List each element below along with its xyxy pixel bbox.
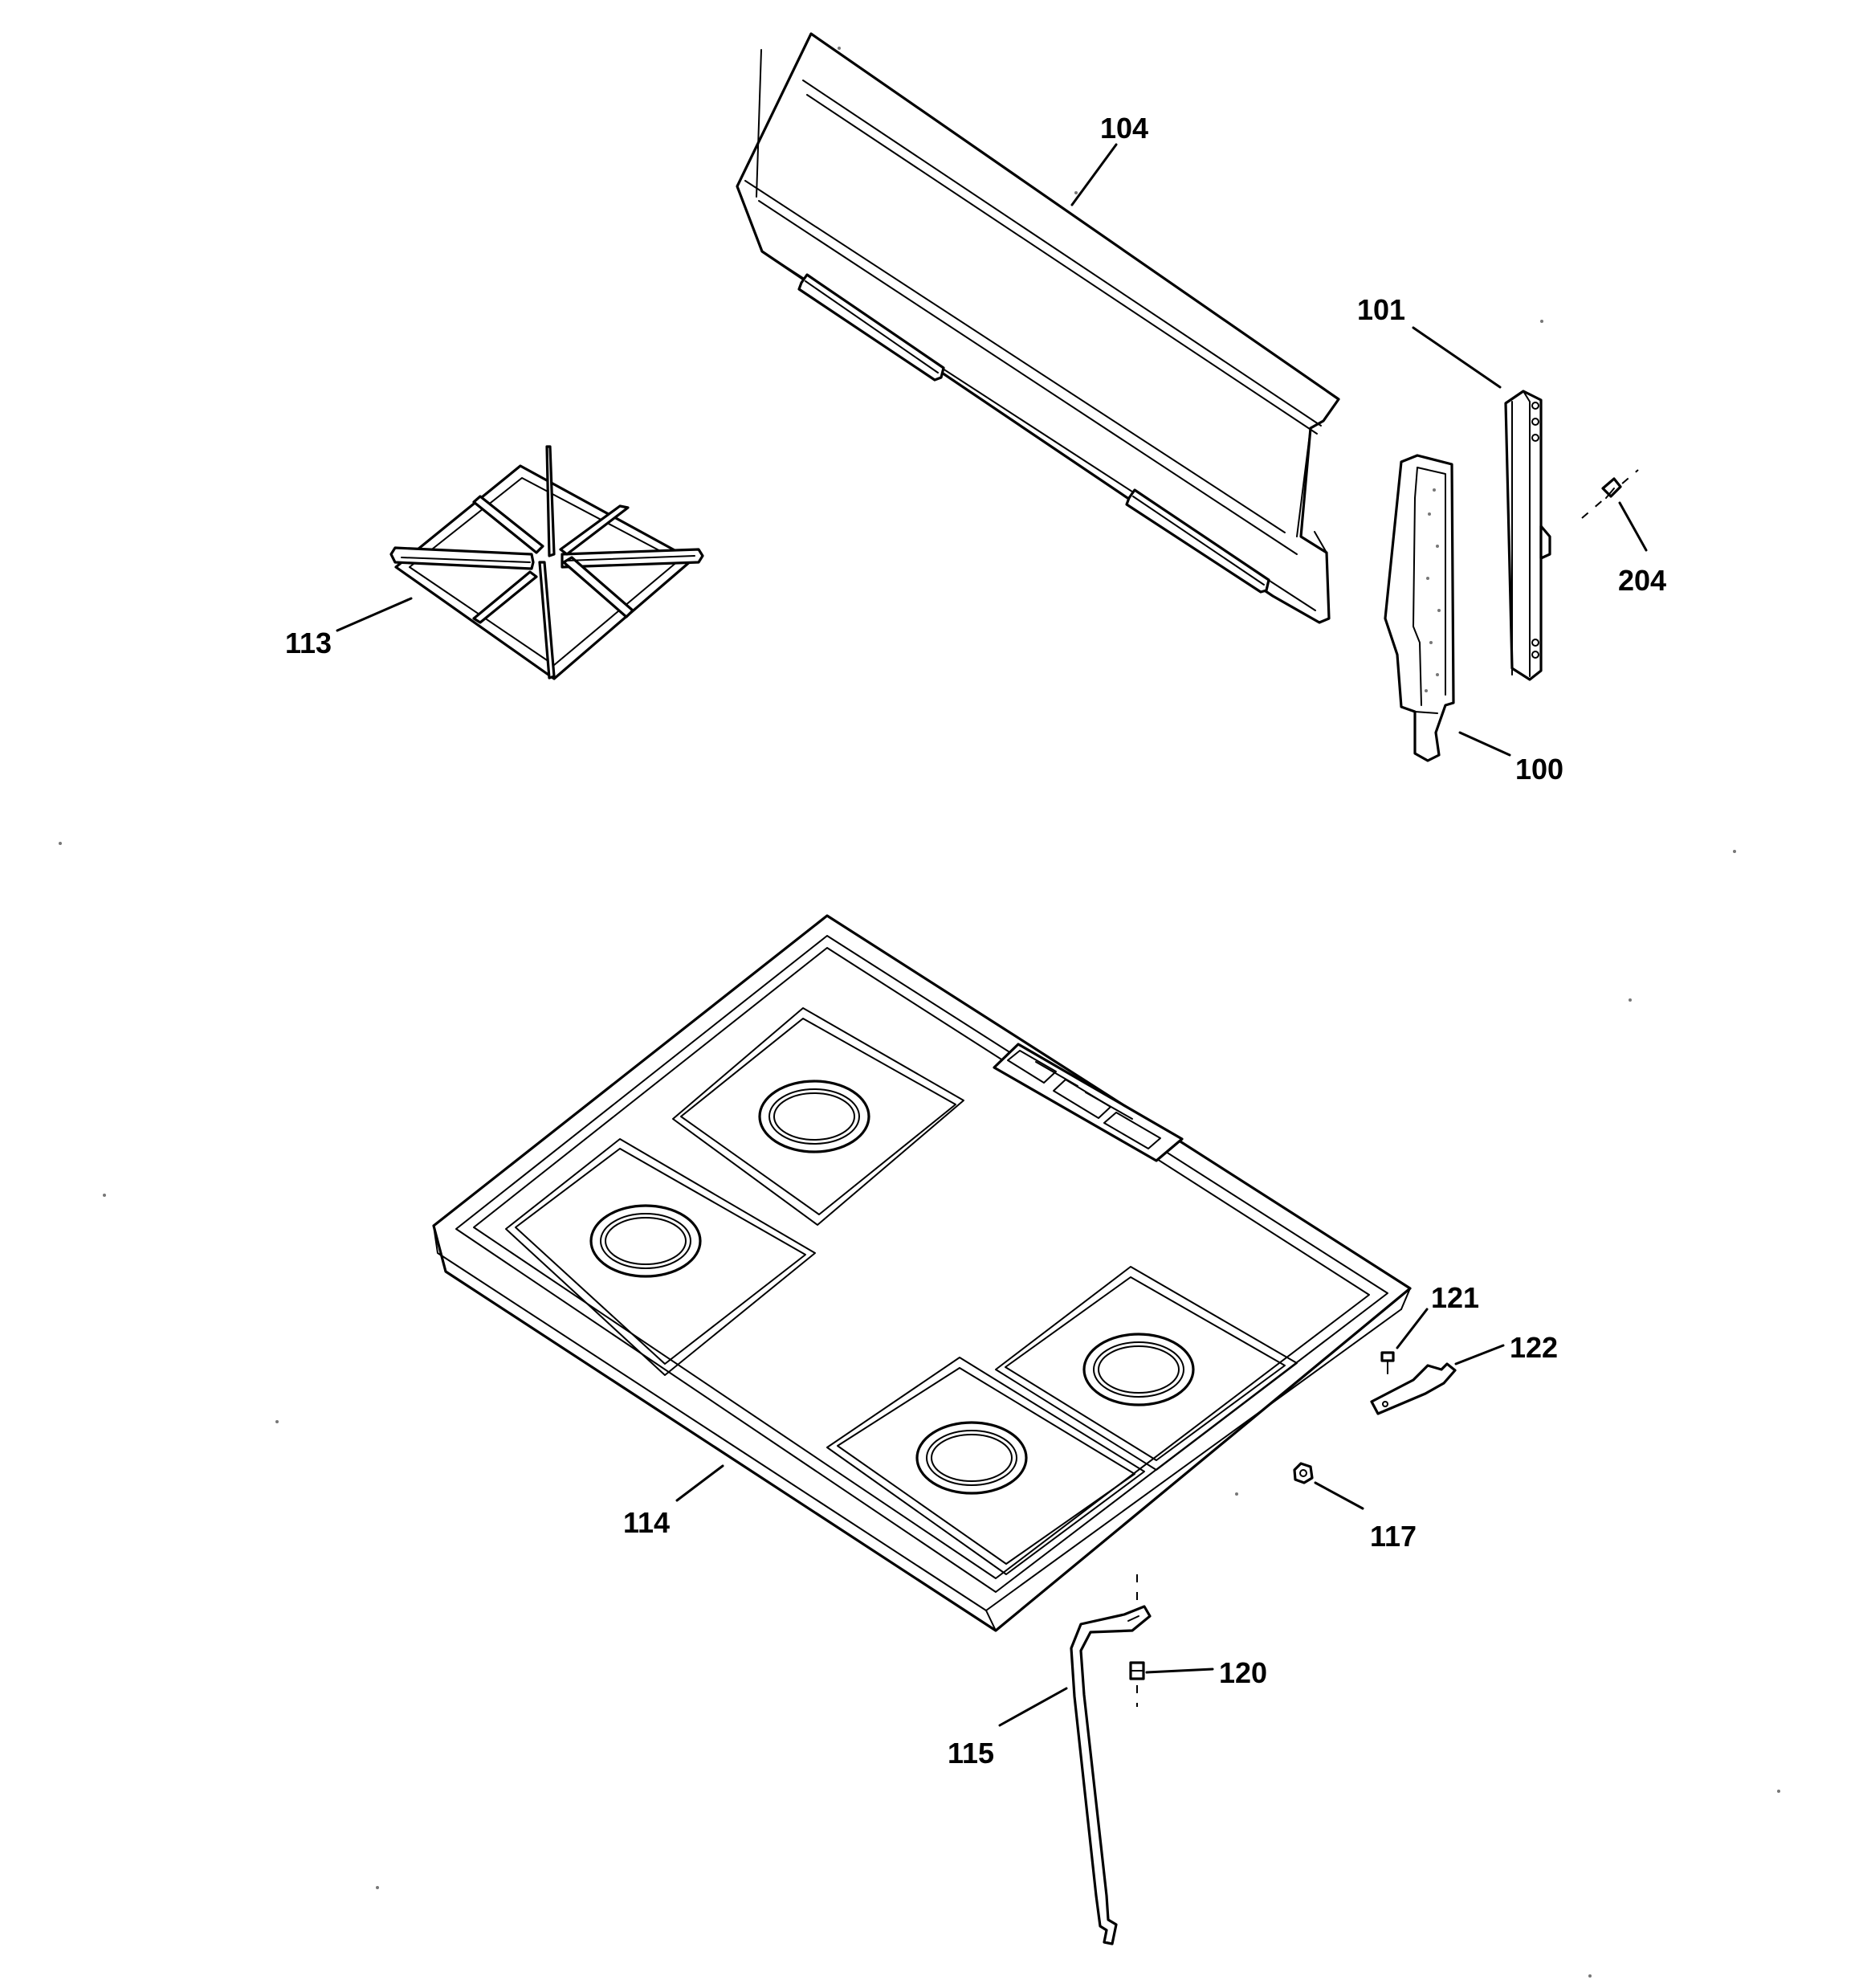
end-cap-speckle-texture (1425, 488, 1441, 692)
nut-117[interactable] (1293, 1462, 1314, 1484)
callout-114: 114 (623, 1506, 670, 1539)
callout-101: 101 (1357, 293, 1405, 326)
cooktop-vent (993, 1043, 1184, 1162)
callout-115: 115 (948, 1737, 994, 1770)
support-rod-115[interactable] (1070, 1605, 1152, 1945)
bracket-122[interactable] (1370, 1362, 1457, 1415)
callout-113: 113 (285, 627, 332, 659)
callout-120: 120 (1219, 1656, 1267, 1689)
callout-121: 121 (1431, 1281, 1479, 1314)
screw-121[interactable] (1380, 1351, 1395, 1374)
screw-120[interactable] (1129, 1574, 1145, 1707)
side-bracket-101[interactable] (1504, 390, 1551, 681)
scan-speckles (59, 47, 1780, 1978)
callout-204: 204 (1618, 564, 1666, 597)
callout-labels: 104 101 204 100 113 114 121 122 117 120 … (285, 112, 1666, 1770)
leader-lines (336, 143, 1648, 1727)
callout-117: 117 (1370, 1520, 1417, 1553)
backguard-104[interactable] (736, 32, 1340, 624)
callout-100: 100 (1515, 753, 1563, 786)
callout-104: 104 (1100, 112, 1148, 145)
end-cap-100[interactable] (1384, 454, 1455, 762)
cooktop-114[interactable] (432, 914, 1412, 1632)
screw-204[interactable] (1581, 469, 1639, 519)
burner-grate-113[interactable] (389, 445, 704, 680)
callout-122: 122 (1510, 1331, 1558, 1364)
